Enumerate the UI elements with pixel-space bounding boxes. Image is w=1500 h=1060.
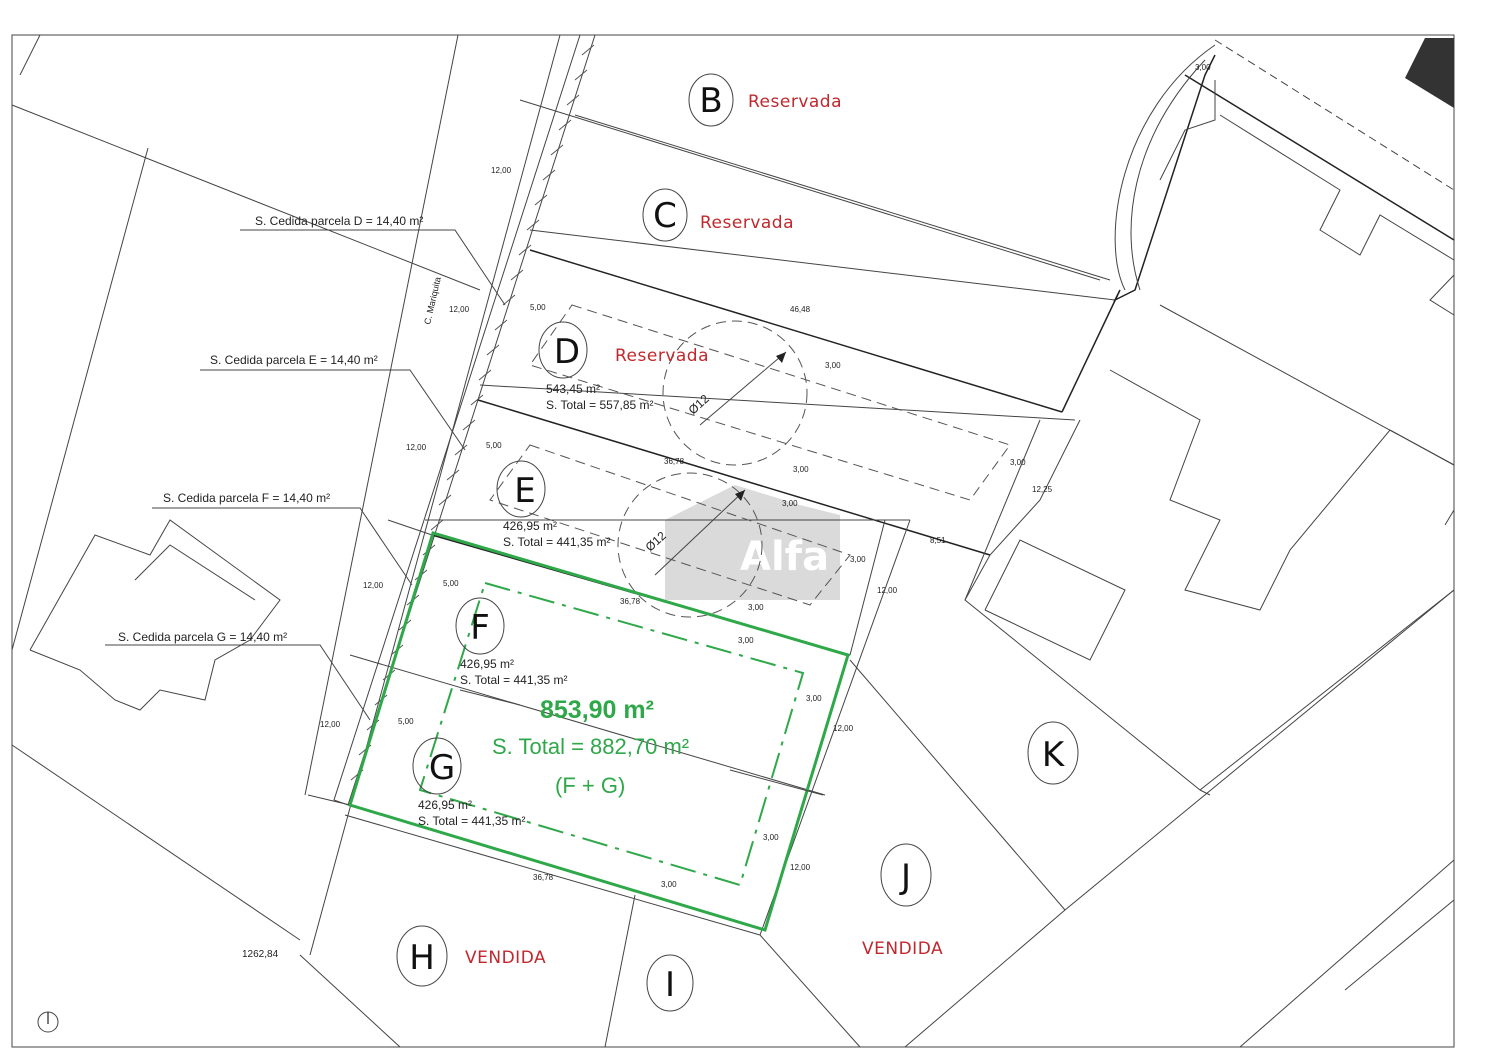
dim-label: 3,00 (738, 636, 754, 645)
line-fg (349, 654, 826, 796)
parcel-g: G 426,95 m² S. Total = 441,35 m² (412, 737, 526, 828)
dim-label: 46,48 (790, 305, 811, 314)
parcel-j-status: VENDIDA (862, 939, 943, 959)
cession-d: S. Cedida parcela D = 14,40 m² (255, 214, 423, 228)
parcel-d: D Reservada 543,45 m² S. Total = 557,85 … (538, 321, 709, 412)
dim-label: 3,00 (806, 694, 822, 703)
parcel-f: F 426,95 m² S. Total = 441,35 m² (455, 597, 568, 687)
parcel-k: K (1027, 721, 1079, 785)
sheet-frame (11, 34, 1455, 1048)
parcel-g-letter: G (429, 748, 455, 788)
parcel-e-letter: E (514, 471, 535, 511)
dim-label: 12,00 (790, 863, 811, 872)
parcel-i: I (646, 954, 694, 1012)
dim-label: 5,00 (443, 579, 459, 588)
cession-g: S. Cedida parcela G = 14,40 m² (118, 630, 287, 644)
street-name: C. Mariquita (422, 276, 443, 326)
envelope-d (529, 304, 1011, 501)
parcel-f-area: 426,95 m² (460, 657, 514, 671)
north-icon (37, 1011, 59, 1033)
line-de (477, 399, 991, 556)
dim-label: 36,78 (533, 873, 554, 882)
parcel-b-status: Reservada (748, 92, 842, 112)
dim-label: 8,51 (930, 536, 946, 545)
dim-label: 12,00 (877, 586, 898, 595)
dim-label: 5,00 (398, 717, 414, 726)
parcel-h-letter: H (409, 938, 435, 978)
circle-e (617, 472, 763, 618)
dim-label: 12,00 (320, 720, 341, 729)
watermark-text: Alfa (740, 534, 829, 580)
dim-label: 12,00 (363, 581, 384, 590)
parcel-fg-outline (348, 531, 850, 932)
parcel-b-letter: B (699, 81, 722, 121)
street-edge-west (304, 34, 459, 796)
parcel-j-letter: J (899, 857, 911, 897)
cession-e: S. Cedida parcela E = 14,40 m² (210, 353, 378, 367)
dim-label: 3,00 (763, 833, 779, 842)
alfa-watermark: Alfa (665, 485, 840, 600)
parcel-e-total: S. Total = 441,35 m² (503, 535, 611, 549)
parcel-fg-envelope (418, 581, 805, 887)
dim-label: 3,00 (748, 603, 764, 612)
dim-label: 12,00 (449, 305, 470, 314)
parcel-c-status: Reservada (700, 213, 794, 233)
parcel-e: E 426,95 m² S. Total = 441,35 m² (496, 460, 611, 549)
combined-formula: (F + G) (555, 773, 625, 798)
line-cd (529, 249, 1063, 413)
parcel-d-letter: D (554, 332, 580, 372)
parcel-e-area: 426,95 m² (503, 519, 557, 533)
parcel-g-total: S. Total = 441,35 m² (418, 814, 526, 828)
diameter-label: Ø12 (686, 391, 712, 417)
parcel-c: C Reservada (642, 188, 794, 242)
parcel-d-area: 543,45 m² (546, 382, 600, 396)
parcel-h: H VENDIDA (396, 925, 546, 987)
dim-label: 12,00 (491, 166, 512, 175)
parcel-k-letter: K (1042, 735, 1066, 775)
dim-label: 3,00 (1010, 458, 1026, 467)
dim-label: 12,00 (406, 443, 427, 452)
dim-label: 5,00 (530, 303, 546, 312)
combined-area: 853,90 m² (540, 696, 654, 724)
dim-label: 3,00 (850, 555, 866, 564)
parcel-j: J VENDIDA (862, 843, 943, 959)
parcel-f-letter: F (470, 608, 490, 648)
dim-label: 12,00 (833, 724, 854, 733)
dim-label: 3,00 (825, 361, 841, 370)
elevation-mark: 1262,84 (242, 949, 279, 960)
dim-label: 3,00 (1195, 63, 1211, 72)
dim-label: 36,78 (620, 597, 641, 606)
parcel-b: B Reservada (688, 73, 842, 127)
dim-label: 5,00 (486, 441, 502, 450)
parcel-g-area: 426,95 m² (418, 798, 472, 812)
parcel-d-status: Reservada (615, 346, 709, 366)
parcel-f-total: S. Total = 441,35 m² (460, 673, 568, 687)
dim-label: 3,00 (782, 499, 798, 508)
circle-d (662, 320, 808, 466)
dim-label: 3,00 (661, 880, 677, 889)
parcel-h-status: VENDIDA (465, 948, 546, 968)
cession-f: S. Cedida parcela F = 14,40 m² (163, 491, 330, 505)
dim-label: 3,00 (793, 465, 809, 474)
combined-total: S. Total = 882,70 m² (492, 734, 689, 759)
dim-label: 36,78 (664, 457, 685, 466)
corner-block (1405, 38, 1454, 108)
left-building (29, 519, 281, 711)
dim-label: 12,25 (1032, 485, 1053, 494)
parcel-c-letter: C (653, 196, 677, 236)
parcel-d-total: S. Total = 557,85 m² (546, 398, 654, 412)
envelope-e (489, 444, 851, 606)
parcel-i-letter: I (665, 965, 675, 1005)
